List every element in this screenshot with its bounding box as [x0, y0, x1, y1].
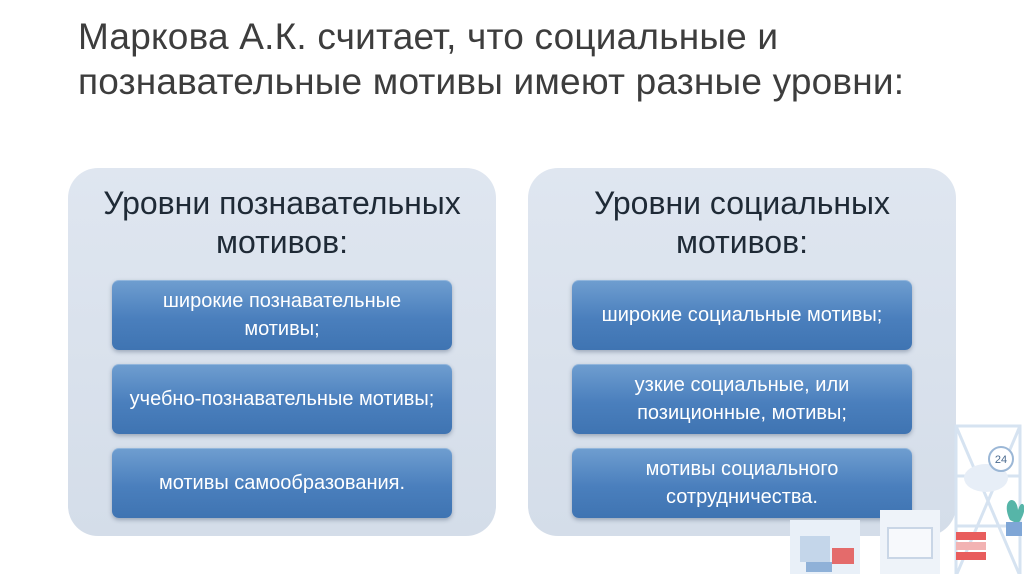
- social-motive-item-cooperation: мотивы социального сотрудничества.: [572, 448, 912, 518]
- cognitive-motive-item-self-education: мотивы самообразования.: [112, 448, 452, 518]
- cognitive-motive-item-educational: учебно-познавательные мотивы;: [112, 364, 452, 434]
- svg-text:24: 24: [995, 454, 1007, 466]
- office-illustration-icon: 24: [790, 424, 1024, 574]
- slide-title: Маркова А.К. считает, что социальные и п…: [78, 16, 905, 102]
- cognitive-motives-panel: Уровни познавательных мотивов: широкие п…: [68, 168, 496, 536]
- social-motives-heading: Уровни социальных мотивов:: [593, 185, 891, 260]
- social-motives-panel: Уровни социальных мотивов: широкие социа…: [528, 168, 956, 536]
- cognitive-motive-item-broad: широкие познавательные мотивы;: [112, 280, 452, 350]
- cognitive-motives-heading: Уровни познавательных мотивов:: [103, 185, 461, 260]
- social-motive-item-positional: узкие социальные, или позиционные, мотив…: [572, 364, 912, 434]
- social-motive-item-broad: широкие социальные мотивы;: [572, 280, 912, 350]
- decorative-office-illustration: 24: [760, 400, 1024, 574]
